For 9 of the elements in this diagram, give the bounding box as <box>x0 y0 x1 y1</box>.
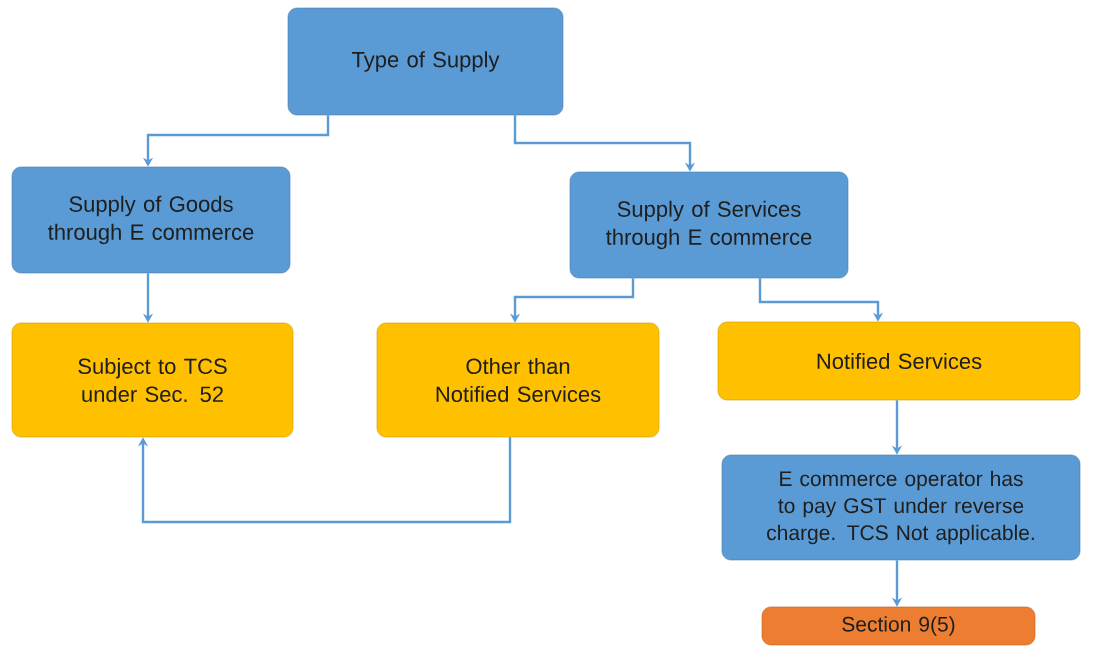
process-box: Type of Supply <box>287 7 564 116</box>
process-box: Section 9(5) <box>761 606 1036 646</box>
process-box: Other than Notified Services <box>376 322 660 438</box>
process-box: Supply of Services through E commerce <box>569 171 849 279</box>
process-box: Supply of Goods through E commerce <box>11 166 291 274</box>
process-box: Notified Services <box>717 321 1081 401</box>
arrow <box>137 437 512 524</box>
process-box: Subject to TCS under Sec. 52 <box>11 322 294 438</box>
process-box: E commerce operator has to pay GST under reverse charge. TCS Not applicable. <box>721 454 1081 561</box>
